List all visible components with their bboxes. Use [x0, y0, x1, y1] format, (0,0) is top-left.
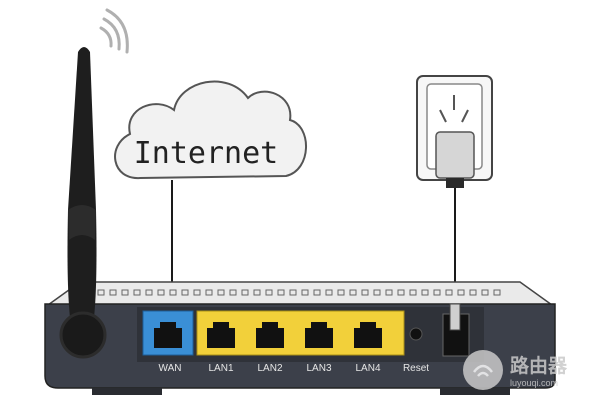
internet-cloud: Internet	[114, 80, 307, 180]
vent-slot	[277, 289, 285, 296]
vent-slot	[493, 289, 501, 296]
vent-slot	[265, 289, 273, 296]
vent-slot	[325, 289, 333, 296]
vent-slot	[469, 289, 477, 296]
vent-slot	[421, 289, 429, 296]
router-vents	[97, 289, 501, 296]
vent-slot	[337, 289, 345, 296]
vent-slot	[361, 289, 369, 296]
vent-slot	[313, 289, 321, 296]
port-label-wan: WAN	[159, 363, 182, 374]
watermark-title: 路由器	[510, 354, 568, 377]
vent-slot	[385, 289, 393, 296]
port-wan	[142, 310, 194, 356]
vent-slot	[433, 289, 441, 296]
reset-button	[409, 327, 423, 341]
watermark-subtitle: luyouqi.com	[510, 378, 558, 388]
vent-slot	[157, 289, 165, 296]
vent-slot	[145, 289, 153, 296]
port-lan4	[354, 322, 382, 348]
vent-slot	[409, 289, 417, 296]
port-lan2	[256, 322, 284, 348]
antenna	[59, 47, 107, 359]
vent-slot	[481, 289, 489, 296]
port-lan1	[207, 322, 235, 348]
router-foot-right	[440, 388, 510, 395]
vent-slot	[133, 289, 141, 296]
vent-slot	[229, 289, 237, 296]
port-label-lan3: LAN3	[306, 363, 331, 374]
wifi-signal-icon	[99, 8, 129, 54]
reset-label: Reset	[403, 363, 429, 374]
watermark: 路由器 luyouqi.com	[463, 350, 568, 390]
vent-slot	[301, 289, 309, 296]
vent-slot	[373, 289, 381, 296]
port-lan3	[305, 322, 333, 348]
vent-slot	[445, 289, 453, 296]
vent-slot	[97, 289, 105, 296]
vent-slot	[109, 289, 117, 296]
router-foot-left	[92, 388, 162, 395]
vent-slot	[289, 289, 297, 296]
power-adapter	[435, 131, 475, 318]
port-label-lan1: LAN1	[208, 363, 233, 374]
power-jack	[442, 303, 470, 357]
vent-slot	[397, 289, 405, 296]
vent-slot	[205, 289, 213, 296]
vent-slot	[181, 289, 189, 296]
vent-slot	[241, 289, 249, 296]
vent-slot	[169, 289, 177, 296]
vent-slot	[457, 289, 465, 296]
cloud-label: Internet	[134, 136, 279, 171]
router-logo-icon	[463, 350, 503, 390]
vent-slot	[121, 289, 129, 296]
vent-slot	[193, 289, 201, 296]
port-label-lan4: LAN4	[355, 363, 380, 374]
vent-slot	[217, 289, 225, 296]
port-label-lan2: LAN2	[257, 363, 282, 374]
vent-slot	[349, 289, 357, 296]
vent-slot	[253, 289, 261, 296]
